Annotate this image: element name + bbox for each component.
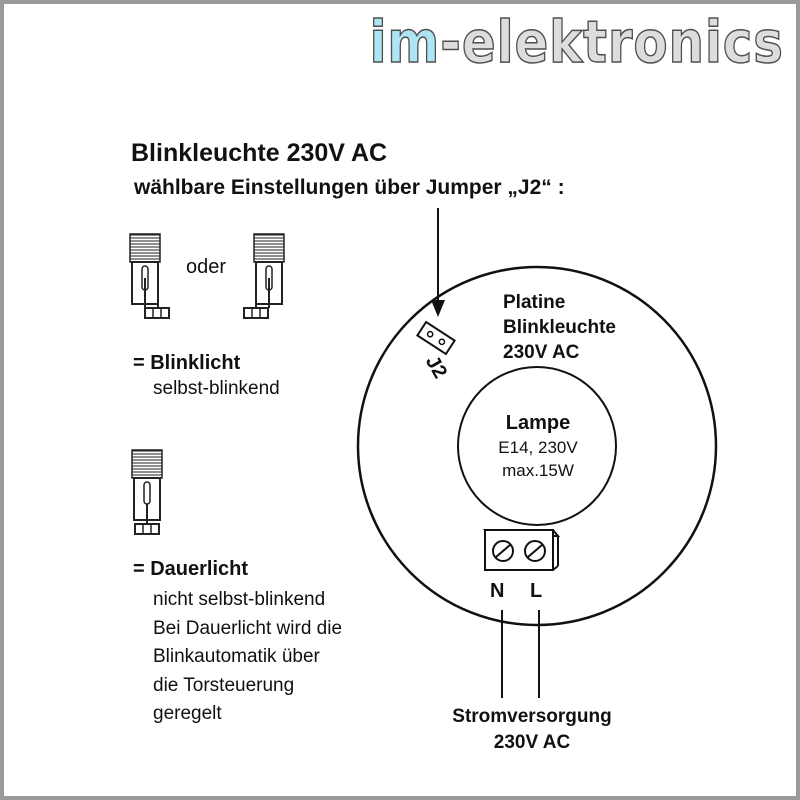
board-label: Platine Blinkleuchte 230V AC <box>503 290 616 365</box>
dauer-line: Blinkautomatik über <box>153 646 320 667</box>
dauer-line: nicht selbst-blinkend <box>153 589 326 610</box>
blink-subtext: selbst-blinkend <box>153 378 280 399</box>
lamp-spec-power: max.15W <box>502 461 574 480</box>
dauer-heading: = Dauerlicht <box>133 558 249 580</box>
diagram-frame <box>4 4 796 796</box>
dauer-description: nicht selbst-blinkend Bei Dauerlicht wir… <box>153 586 342 729</box>
board-circle <box>356 265 718 627</box>
board-label-line: Platine <box>503 292 566 313</box>
terminal-block <box>482 529 561 571</box>
lamp-label: Lampe E14, 230V max.15W <box>458 410 618 482</box>
board-label-line: 230V AC <box>503 342 580 363</box>
jumper-symbol-bottom <box>131 449 163 535</box>
terminal-l-label: L <box>530 580 543 602</box>
arrow-to-j2 <box>431 208 445 317</box>
or-label: oder <box>186 256 227 278</box>
power-supply-label: Stromversorgung 230V AC <box>412 704 652 756</box>
lamp-spec-socket: E14, 230V <box>498 438 578 457</box>
lamp-heading: Lampe <box>505 412 571 434</box>
brand-logo-part1: im <box>369 7 441 77</box>
diagram-title: Blinkleuchte 230V AC <box>131 139 388 167</box>
board-label-line: Blinkleuchte <box>503 317 616 338</box>
supply-wires <box>501 610 540 698</box>
brand-logo-part2: -elektronics <box>440 7 784 77</box>
diagram-subtitle: wählbare Einstellungen über Jumper „J2“ … <box>134 176 565 199</box>
lamp-circle <box>457 366 617 526</box>
dauer-line: geregelt <box>153 703 222 724</box>
jumper-j2 <box>416 320 456 356</box>
dauer-line: Bei Dauerlicht wird die <box>153 617 343 639</box>
power-supply-line: Stromversorgung <box>452 706 612 727</box>
jumper-symbol-right <box>243 233 285 319</box>
dauer-line: die Torsteuerung <box>153 674 295 696</box>
power-supply-voltage: 230V AC <box>493 732 571 753</box>
terminal-n-label: N <box>490 580 505 602</box>
brand-logo: im-elektronics <box>369 7 784 88</box>
blink-heading: = Blinklicht <box>133 352 241 374</box>
jumper-symbol-left <box>129 233 170 319</box>
